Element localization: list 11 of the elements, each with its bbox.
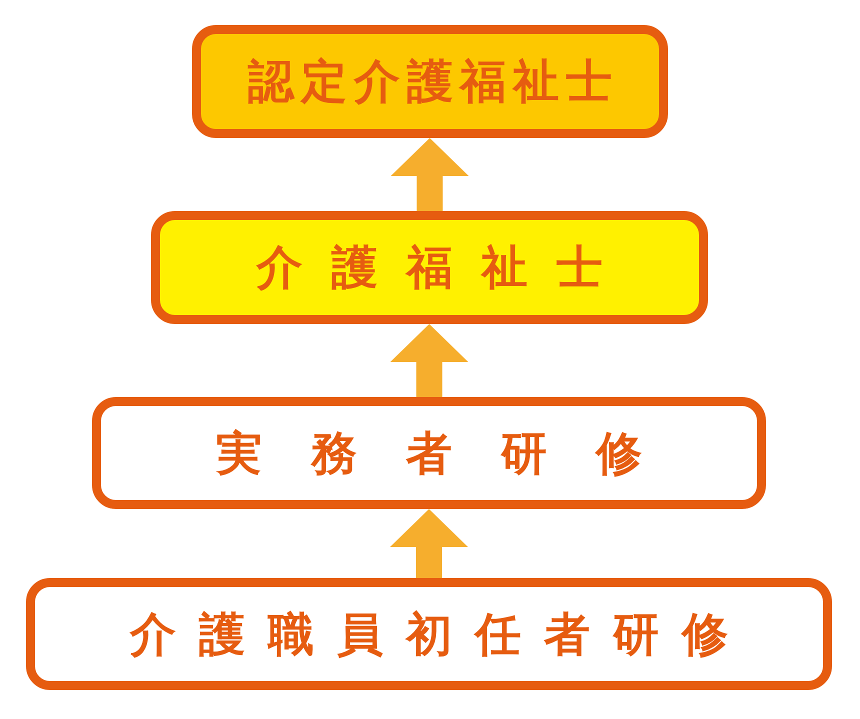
level-label: 実務者研修: [215, 426, 691, 480]
rounded-box: [92, 397, 766, 509]
up-arrow: [390, 509, 468, 578]
rounded-box: [26, 578, 832, 690]
rounded-box: [192, 25, 668, 138]
level-label: 介護職員初任者研修: [128, 608, 751, 660]
level-label: 認定介護福祉士: [246, 55, 619, 108]
rounded-box: [151, 211, 708, 324]
up-arrow: [390, 324, 468, 397]
level-label: 介護福祉士: [255, 241, 632, 294]
up-arrow: [390, 138, 469, 211]
